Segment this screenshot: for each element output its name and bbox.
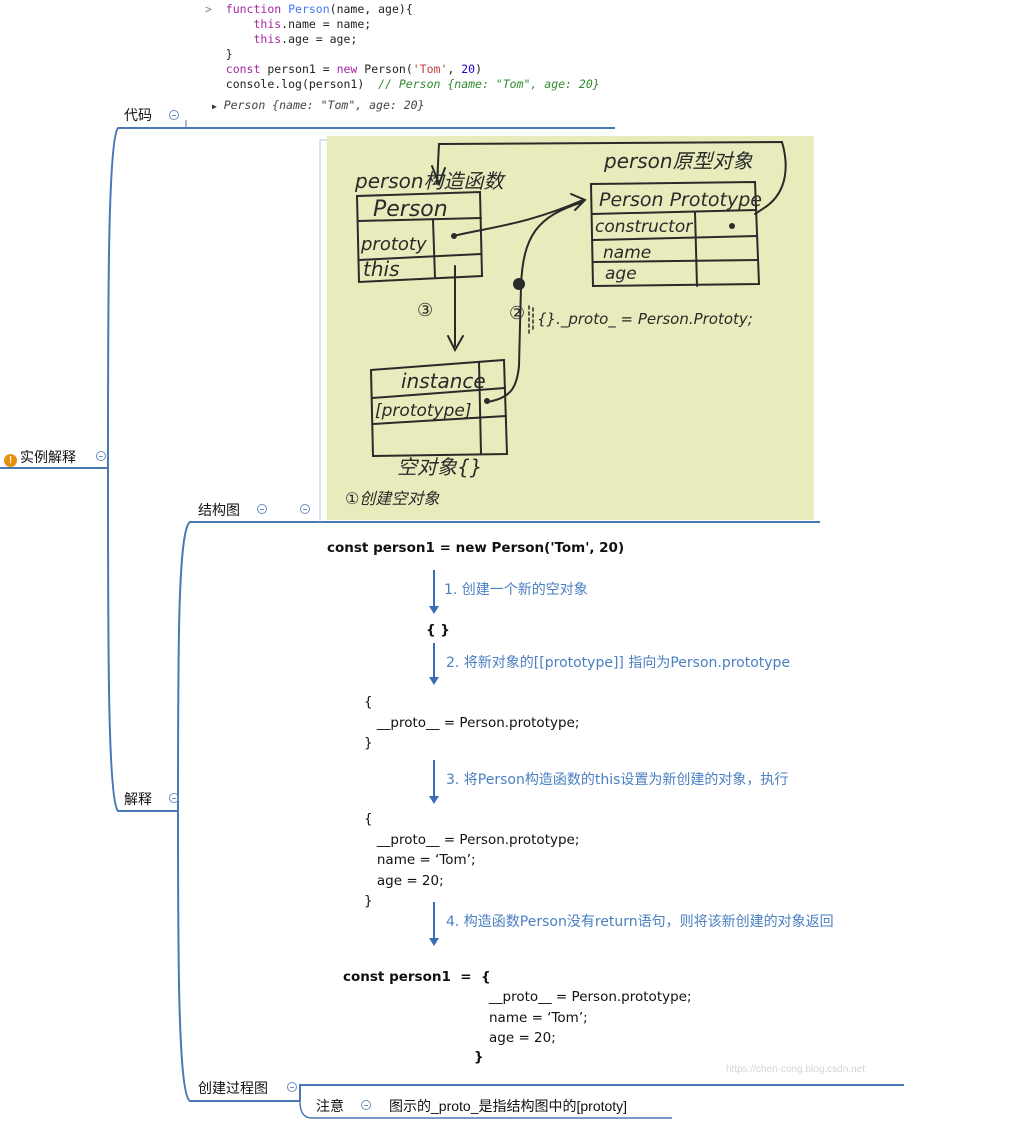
branch-code-collapse-toggle[interactable] <box>169 110 179 120</box>
code-function-name: Person <box>288 2 330 16</box>
sketch-label-step1: ①创建空对象 <box>345 489 440 508</box>
code-text: person1 = <box>260 62 337 76</box>
process-arrow-2 <box>429 643 439 685</box>
sketch-label-instance-prototype: [prototype] <box>375 401 472 421</box>
sketch-label-constructor: person构造函数 <box>354 169 507 193</box>
code-text: console.log(person1) <box>225 77 379 91</box>
process-final-body: __proto__ = Person.prototype; name = ‘To… <box>489 989 692 1046</box>
branch-explain-label[interactable]: 解释 <box>124 791 152 807</box>
process-step-4: 4. 构造函数Person没有return语句，则将该新创建的对象返回 <box>446 914 834 930</box>
code-text: Person( <box>357 62 413 76</box>
code-keyword: new <box>336 62 358 76</box>
process-arrow-1 <box>429 570 439 614</box>
code-text: } <box>225 47 233 61</box>
branch-code-label[interactable]: 代码 <box>124 107 152 123</box>
code-keyword: function <box>225 2 282 16</box>
process-step-3: 3. 将Person构造函数的this设置为新创建的对象，执行 <box>446 772 789 788</box>
branch-structure-collapse-toggle[interactable] <box>257 504 267 514</box>
process-step-2: 2. 将新对象的[[prototype]] 指向为Person.prototyp… <box>446 655 791 671</box>
process-object-2: { __proto__ = Person.prototype; } <box>364 694 580 751</box>
code-snippet: > function Person(name, age){ this.name … <box>205 2 615 113</box>
sketch-label-empty-object: 空对象{} <box>397 455 482 479</box>
console-prompt-icon: > <box>205 2 226 16</box>
sketch-label-person-prototype: Person Prototype <box>599 189 762 211</box>
code-text: .age = age; <box>281 32 358 46</box>
code-keyword: this <box>253 32 282 46</box>
console-output[interactable]: Person {name: "Tom", age: 20} <box>223 98 425 112</box>
sketch-label-prototy: prototy <box>360 234 427 255</box>
sketch-label-person: Person <box>373 197 448 222</box>
sketch-label-this: this <box>363 257 400 281</box>
sketch-label-prototype-object: person原型对象 <box>603 149 754 173</box>
branch-note-label[interactable]: 注意 <box>316 1098 344 1114</box>
branch-structure-image-toggle[interactable] <box>300 504 310 514</box>
code-text: ) <box>475 62 483 76</box>
process-arrow-3 <box>429 760 439 804</box>
code-text: .name = name; <box>281 17 372 31</box>
root-label: 实例解释 <box>20 449 76 465</box>
branch-process-collapse-toggle[interactable] <box>287 1082 297 1092</box>
sketch-label-step3: ③ <box>417 300 433 321</box>
root-node[interactable]: !实例解释 <box>4 447 76 467</box>
code-text: (name, age){ <box>329 2 413 16</box>
sketch-label-instance: instance <box>401 369 486 393</box>
branch-structure-label[interactable]: 结构图 <box>198 502 240 518</box>
branch-process-label[interactable]: 创建过程图 <box>198 1080 268 1096</box>
sketch-label-step2: ② <box>509 303 525 324</box>
process-final-close: } <box>474 1049 484 1065</box>
sketch-label-constructor-field: constructor <box>595 217 693 237</box>
sketch-label-age-field: age <box>605 264 637 284</box>
root-collapse-toggle[interactable] <box>96 451 106 461</box>
code-string: 'Tom' <box>412 62 448 76</box>
code-number: 20 <box>461 62 476 76</box>
code-keyword: const <box>225 62 261 76</box>
watermark: https://chen-cong.blog.csdn.net <box>726 1064 865 1075</box>
note-text: 图示的_proto_是指结构图中的[prototy] <box>389 1098 628 1114</box>
code-text: , <box>447 62 462 76</box>
sketch-drawing: person构造函数 Person prototy this person原型对… <box>345 140 787 508</box>
sketch-label-proto-note: {}._proto_ = Person.Prototy; <box>537 310 753 329</box>
code-comment: // Person {name: "Tom", age: 20} <box>378 77 600 91</box>
process-arrow-4 <box>429 902 439 946</box>
warning-icon: ! <box>4 454 17 467</box>
branch-note-collapse-toggle[interactable] <box>361 1100 371 1110</box>
process-object-1: { } <box>426 622 450 638</box>
process-statement: const person1 = new Person('Tom', 20) <box>327 540 625 556</box>
expand-triangle-icon[interactable]: ▶ <box>211 102 217 111</box>
process-object-3: { __proto__ = Person.prototype; name = ‘… <box>364 811 580 909</box>
sketch-label-name-field: name <box>603 243 651 263</box>
structure-sketch: person构造函数 Person prototy this person原型对… <box>327 136 814 520</box>
code-keyword: this <box>253 17 282 31</box>
branch-explain-collapse-toggle[interactable] <box>169 793 179 803</box>
process-final-head: const person1 = { <box>343 969 491 985</box>
process-step-1: 1. 创建一个新的空对象 <box>444 582 588 598</box>
